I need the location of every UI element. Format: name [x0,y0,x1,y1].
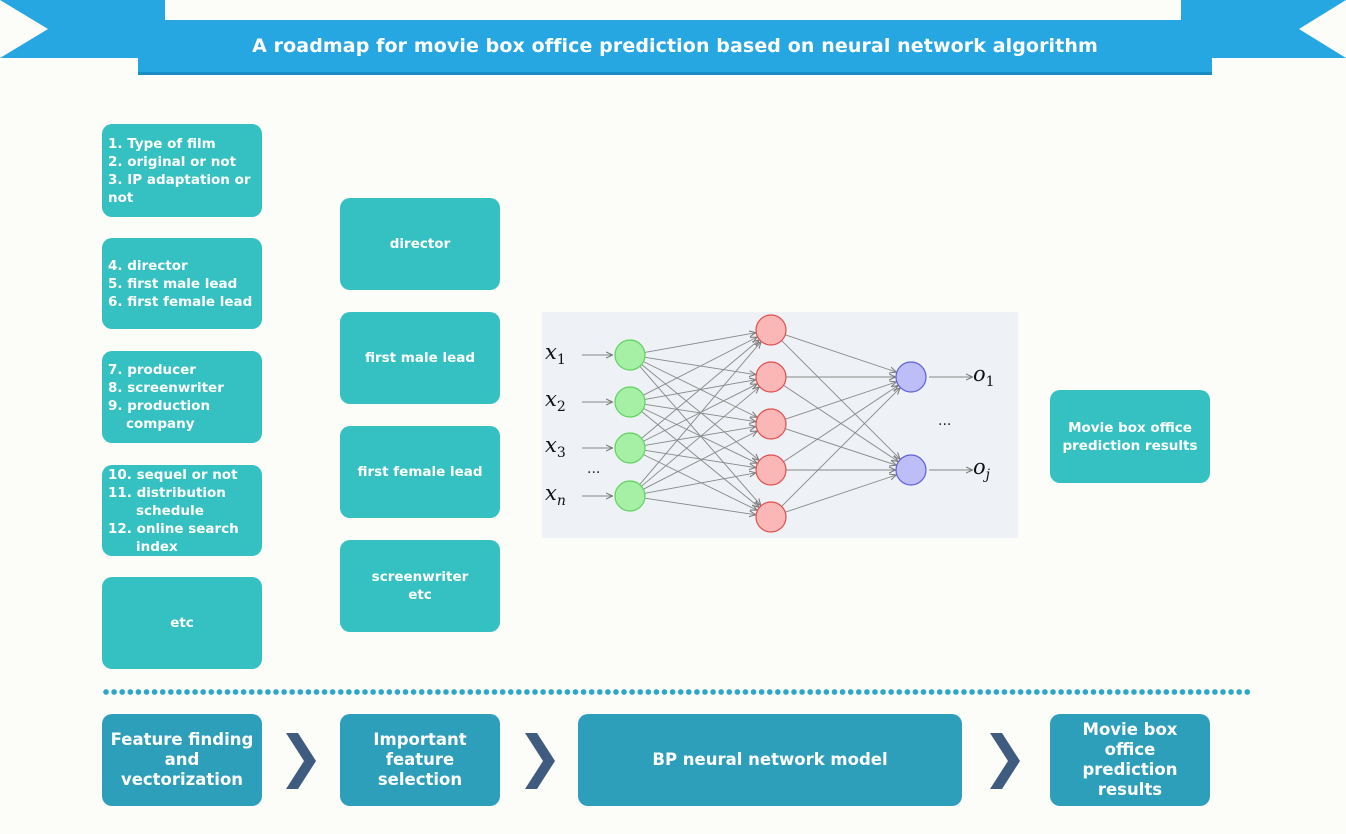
network-edge [644,427,755,446]
feature-line: 3. IP adaptation or [108,171,251,188]
step-label: prediction [1082,760,1178,779]
feature-group-2: 4. director 5. first male lead 6. first … [102,238,262,329]
feature-line: index [136,538,178,555]
network-edge [781,340,900,459]
step-label: and [164,750,200,769]
step-label: feature selection [377,750,463,789]
network-edge [783,384,897,461]
input-node [614,480,646,512]
step-label: Feature finding [110,730,254,749]
chevron-right-icon [990,733,1020,789]
step-label: vectorization [120,770,244,789]
network-edge [641,340,759,439]
network-edge [641,387,758,487]
output-node [895,361,927,393]
hidden-node [755,454,787,486]
dotted-divider [102,688,1252,696]
step-important-feature-selection: Important feature selection [340,714,500,806]
input-label: x1 [545,340,566,368]
network-edge [643,337,756,396]
network-edge [643,384,756,442]
hidden-node [755,501,787,533]
hidden-node [755,314,787,346]
step-feature-finding: Feature finding and vectorization [102,714,262,806]
step-label: Important [373,730,467,749]
title-banner: A roadmap for movie box office predictio… [138,20,1212,75]
hidden-node [755,408,787,440]
network-edge [785,382,896,420]
feature-line: 7. producer [108,362,196,378]
output-ellipsis: ... [938,413,951,429]
network-edge [643,454,756,510]
feature-group-etc: etc [102,577,262,669]
input-node [614,432,646,464]
network-edge [644,473,756,494]
ribbon-tail-left [0,0,165,58]
input-ellipsis: ... [587,461,600,477]
chevron-right-icon [525,733,555,789]
input-label: xn [545,481,566,509]
feature-line: not [108,189,134,206]
feature-line: etc [170,615,194,631]
ribbon-tail-right [1181,0,1346,58]
important-feature-label: director [389,236,451,252]
important-feature-screenwriter: screenwriter etc [340,540,500,632]
feature-line: 8. screenwriter [108,380,224,396]
feature-line: 1. Type of film [108,135,216,152]
feature-line: 9. production [108,398,211,414]
network-edge [785,334,896,372]
important-feature-first-male-lead: first male lead [340,312,500,404]
important-feature-label: first male lead [364,350,476,366]
step-bp-neural-network: BP neural network model [578,714,962,806]
hidden-node [755,361,787,393]
feature-line: 12. online search [108,520,239,537]
feature-line: 6. first female lead [108,293,253,310]
result-label: Movie box office [1068,419,1192,436]
network-edge [644,449,755,467]
important-feature-first-female-lead: first female lead [340,426,500,518]
feature-group-3: 7. producer 8. screenwriter 9. productio… [102,351,262,443]
output-label: oj [973,455,991,483]
network-edge [644,333,755,353]
feature-line: 5. first male lead [108,275,238,292]
feature-line: 2. original or not [108,153,237,170]
feature-group-4: 10. sequel or not 11. distribution sched… [102,465,262,556]
network-edge [781,388,900,507]
result-box: Movie box office prediction results [1050,390,1210,483]
input-label: x2 [545,387,566,415]
chevron-right-icon [286,733,316,789]
network-edge [641,364,759,459]
network-edge [643,431,756,490]
output-node [895,454,927,486]
network-edge [783,386,897,463]
input-node [614,386,646,418]
input-label: x3 [545,433,566,461]
important-feature-director: director [340,198,500,290]
feature-group-1: 1. Type of film 2. original or not 3. IP… [102,124,262,217]
important-feature-label: etc [408,587,432,603]
network-edge [785,475,896,513]
feature-line: schedule [136,502,204,519]
important-feature-label: screenwriter [371,569,469,585]
output-label: o1 [973,362,995,390]
step-label: results [1097,780,1163,799]
result-label: prediction results [1062,437,1198,454]
neural-network-diagram: x1 x2 x3 xn o1 oj...... [545,314,995,533]
feature-line: 11. distribution [108,484,226,501]
feature-line: 10. sequel or not [108,466,238,483]
feature-line: 4. director [108,257,188,274]
step-label: BP neural network model [652,750,888,769]
important-feature-label: first female lead [357,464,483,480]
step-prediction-results: Movie box office prediction results [1050,714,1210,806]
step-label: Movie box office [1082,720,1178,759]
input-node [614,339,646,371]
page-title: A roadmap for movie box office predictio… [252,35,1098,57]
feature-line: company [126,416,195,432]
network-edge [639,342,761,485]
network-edge [644,497,755,514]
